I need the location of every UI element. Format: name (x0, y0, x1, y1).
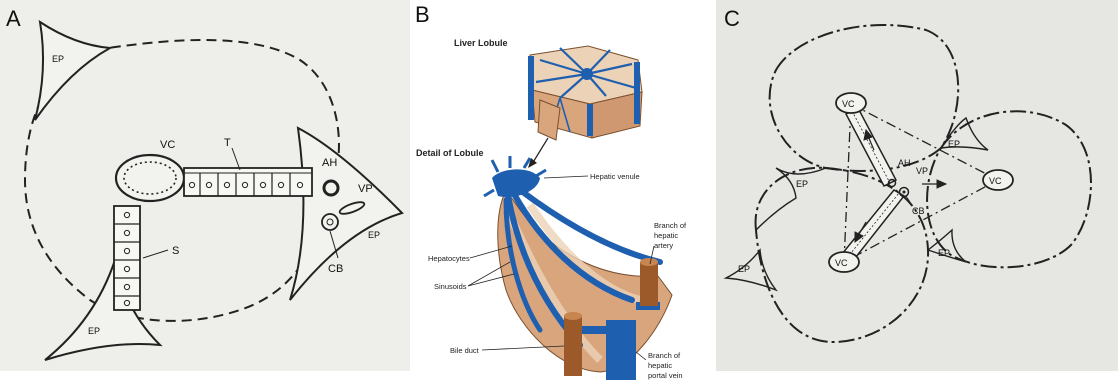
label-cb-c: CB (912, 206, 925, 216)
panel-a: A EP EP EP VC T (0, 0, 410, 371)
label-hepatic-venule: Hepatic venule (590, 172, 640, 181)
label-ep-c1: EP (948, 139, 960, 149)
hepatocyte-plate-vertical (114, 206, 140, 310)
zoom-arrow (532, 138, 548, 164)
svg-text:Branch of: Branch of (648, 351, 681, 360)
label-ep-right: EP (368, 230, 380, 240)
leader-s (143, 250, 168, 258)
portal-space-bottom-left (45, 260, 160, 360)
label-hepatocytes: Hepatocytes (428, 254, 470, 263)
hepatocyte-plate-lower (842, 190, 904, 262)
panel-c: C EP EP EP EP VC VC VC AH VP CB (716, 0, 1118, 371)
panel-c-diagram: C EP EP EP EP VC VC VC AH VP CB (716, 0, 1118, 371)
svg-text:Branch of: Branch of (654, 221, 687, 230)
portal-space-top-left (35, 22, 110, 120)
label-portal-vein-branch: Branch of hepatic portal vein (648, 351, 683, 380)
label-ep-c3: EP (738, 264, 750, 274)
label-vc-bottom: VC (835, 258, 848, 268)
label-cb-a: CB (328, 263, 343, 275)
label-vc-a: VC (160, 139, 175, 151)
label-ep-top: EP (52, 54, 64, 64)
label-ep-bottom: EP (88, 326, 100, 336)
hepatic-venule (484, 156, 546, 197)
label-ep-c2: EP (796, 179, 808, 189)
title-detail-lobule: Detail of Lobule (416, 148, 484, 158)
title-liver-lobule: Liver Lobule (454, 38, 508, 48)
label-artery-branch: Branch of hepatic artery (654, 221, 687, 250)
svg-text:artery: artery (654, 241, 673, 250)
leader-hepatic-venule (544, 176, 588, 178)
label-sinusoids: Sinusoids (434, 282, 467, 291)
bile-duct (564, 312, 582, 376)
label-vp-c: VP (916, 166, 928, 176)
lobule-outline-right (927, 111, 1091, 267)
panel-c-letter: C (724, 6, 740, 31)
leader-t (232, 148, 240, 170)
central-vein (116, 155, 184, 201)
panel-a-diagram: A EP EP EP VC T (0, 0, 410, 371)
label-vc-right: VC (989, 176, 1002, 186)
label-s: S (172, 245, 179, 257)
svg-text:portal vein: portal vein (648, 371, 683, 380)
panel-a-letter: A (6, 6, 21, 31)
panel-b-letter: B (415, 2, 430, 27)
label-ah-a: AH (322, 157, 337, 169)
leader-portal-vein (636, 352, 646, 360)
label-ah-c: AH (898, 158, 911, 168)
label-bile-duct: Bile duct (450, 346, 480, 355)
hepatocyte-plate-horizontal (184, 168, 312, 196)
label-vp-a: VP (358, 183, 373, 195)
hepatocyte-plate-upper (846, 108, 896, 186)
label-vc-top: VC (842, 99, 855, 109)
svg-text:hepatic: hepatic (654, 231, 678, 240)
hepatic-artery-branch (640, 258, 658, 306)
panel-b-illustration: B Liver Lobule Detail of Lobule Hepatic … (410, 0, 716, 387)
portal-space-2 (756, 168, 826, 230)
portal-space-3 (726, 250, 776, 290)
svg-text:hepatic: hepatic (648, 361, 672, 370)
panel-b: B Liver Lobule Detail of Lobule Hepatic … (410, 0, 716, 387)
label-ep-c4: EP (938, 248, 950, 258)
label-t: T (224, 137, 231, 149)
